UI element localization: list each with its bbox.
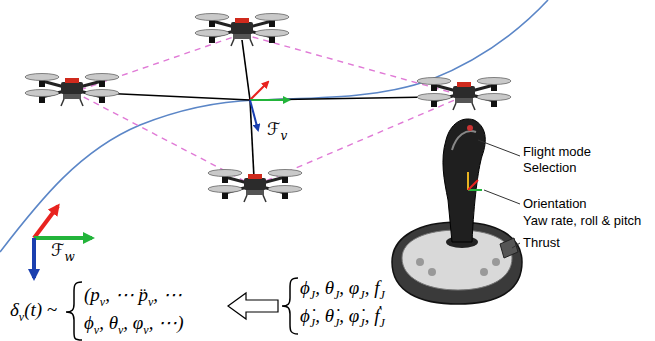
- subscript: J: [334, 288, 339, 302]
- subscript: v: [148, 295, 153, 309]
- quadrotor: [25, 74, 119, 107]
- subscript: J: [379, 316, 384, 330]
- formula-term-group: ϕ̇J, θ̇J, φ̇J, ḟJ: [300, 305, 385, 331]
- frame-label-group: ℱw: [50, 240, 76, 264]
- hollow-arrow: [228, 293, 278, 319]
- formula-term-group: δv(t) ~: [10, 299, 57, 325]
- brace: [66, 282, 82, 340]
- subscript: v: [19, 310, 24, 324]
- frame-label-group: ℱv: [266, 119, 288, 143]
- quadrotor: [195, 14, 289, 47]
- subscript: J: [334, 316, 339, 330]
- subscript: w: [64, 250, 74, 264]
- formula-term: δ: [10, 299, 19, 320]
- formula-term: ϕ: [300, 277, 310, 298]
- subscript: J: [310, 316, 315, 330]
- formula-term: , ḟ: [365, 305, 380, 326]
- subscript: J: [359, 288, 364, 302]
- control-label: Thrust: [523, 235, 560, 250]
- leader-lines: [478, 140, 520, 248]
- formation-spokes: [100, 40, 432, 178]
- control-label: Yaw rate, roll & pitch: [523, 213, 641, 228]
- subscript: v: [118, 323, 123, 337]
- world-frame-axes: [34, 206, 92, 278]
- subscript: v: [280, 129, 287, 143]
- control-label: Flight mode Selection: [523, 144, 591, 175]
- subscript: J: [359, 316, 364, 330]
- formula-term: , f: [365, 277, 380, 298]
- control-label-group: Thrust: [523, 235, 560, 251]
- formula-term: ϕ: [84, 312, 94, 333]
- frame-label: ℱ: [267, 119, 280, 139]
- formula-term: , φ̇: [339, 305, 359, 326]
- joystick: [392, 119, 522, 304]
- formula-term: , θ̇: [315, 305, 334, 326]
- subscript: J: [310, 288, 315, 302]
- control-label-group: Yaw rate, roll & pitch: [523, 213, 641, 229]
- formula-term-group: ϕJ, θJ, φJ, fJ: [300, 277, 385, 303]
- formula-term: , ⋯ p̈: [105, 284, 148, 305]
- formula-term: , ⋯: [153, 284, 182, 305]
- subscript: v: [100, 295, 105, 309]
- formula-term: (p: [84, 284, 100, 305]
- formation-outline: [74, 34, 464, 186]
- formula-term: , θ: [99, 312, 118, 333]
- control-label: Orientation: [523, 196, 587, 211]
- trajectory-curve: [0, 0, 548, 252]
- control-label-group: Flight mode Selection: [523, 144, 618, 176]
- brace: [282, 278, 298, 334]
- formula-term: (t) ~: [24, 299, 57, 320]
- subscript: v: [143, 323, 148, 337]
- quadrotor: [208, 170, 302, 203]
- control-label-group: Orientation: [523, 196, 587, 212]
- subscript: J: [379, 288, 384, 302]
- formula-term: , ⋯): [149, 312, 184, 333]
- formula-term-group: ϕv, θv, φv, ⋯): [84, 311, 184, 338]
- subscript: v: [94, 323, 99, 337]
- quadrotor: [417, 78, 511, 111]
- formula-term-group: (pv, ⋯ p̈v, ⋯: [84, 283, 182, 310]
- formula-term: ϕ̇: [300, 305, 310, 326]
- formula-term: , θ: [315, 277, 334, 298]
- formula-term: , φ: [123, 312, 143, 333]
- formula-term: , φ: [339, 277, 359, 298]
- frame-label: ℱ: [51, 240, 64, 260]
